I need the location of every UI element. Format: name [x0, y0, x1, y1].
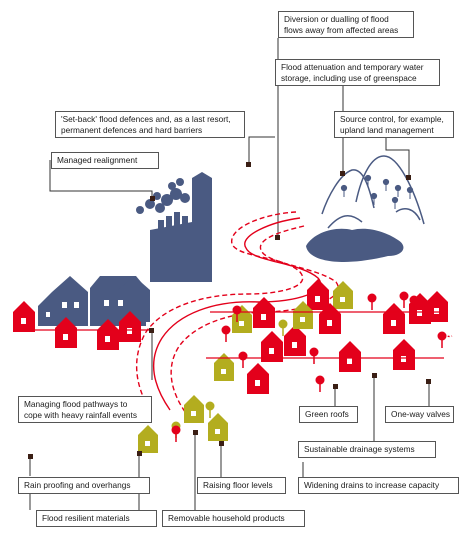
label-one-way-valves: One-way valves: [385, 406, 454, 423]
label-source-control: Source control, for example, upland land…: [334, 111, 454, 138]
label-line: Widening drains to increase capacity: [304, 480, 440, 490]
label-line: One-way valves: [391, 409, 451, 419]
label-line: Managed realignment: [57, 155, 138, 165]
label-line: Managing flood pathways to: [24, 399, 128, 409]
label-line: Green roofs: [305, 409, 349, 419]
label-diversion: Diversion or dualling of flood flows awa…: [278, 11, 414, 38]
label-line: Raising floor levels: [203, 480, 273, 490]
label-line: Flood attenuation and temporary water: [281, 62, 424, 72]
label-line: storage, including use of greenspace: [281, 72, 417, 83]
label-line: Source control, for example,: [340, 114, 444, 124]
label-line: upland land management: [340, 124, 434, 135]
label-managed-realignment: Managed realignment: [51, 152, 159, 169]
label-green-roofs: Green roofs: [299, 406, 358, 423]
label-widening-drains: Widening drains to increase capacity: [298, 477, 459, 494]
houses-right: [214, 279, 448, 394]
label-line: Sustainable drainage systems: [304, 444, 415, 454]
label-rain-proofing: Rain proofing and overhangs: [18, 477, 150, 494]
drain-pipes: [18, 311, 453, 359]
upland-trees: [340, 174, 414, 209]
upland-hills: [321, 155, 425, 229]
label-line: Diversion or dualling of flood: [284, 14, 389, 24]
label-attenuation: Flood attenuation and temporary water st…: [275, 59, 440, 86]
water-storage: [306, 228, 404, 262]
label-line: Removable household products: [168, 513, 285, 523]
label-line: permanent defences and hard barriers: [61, 124, 203, 135]
label-line: 'Set-back' flood defences and, as a last…: [61, 114, 231, 124]
label-line: Rain proofing and overhangs: [24, 480, 131, 490]
label-set-back: 'Set-back' flood defences and, as a last…: [55, 111, 245, 138]
label-sustainable-drainage: Sustainable drainage systems: [298, 441, 436, 458]
label-line: cope with heavy rainfall events: [24, 409, 137, 420]
label-resilient-materials: Flood resilient materials: [36, 510, 157, 527]
label-line: Flood resilient materials: [42, 513, 130, 523]
label-line: flows away from affected areas: [284, 24, 399, 35]
label-removable-products: Removable household products: [162, 510, 305, 527]
label-flood-pathways: Managing flood pathways to cope with hea…: [18, 396, 152, 423]
label-raising-floor: Raising floor levels: [197, 477, 286, 494]
